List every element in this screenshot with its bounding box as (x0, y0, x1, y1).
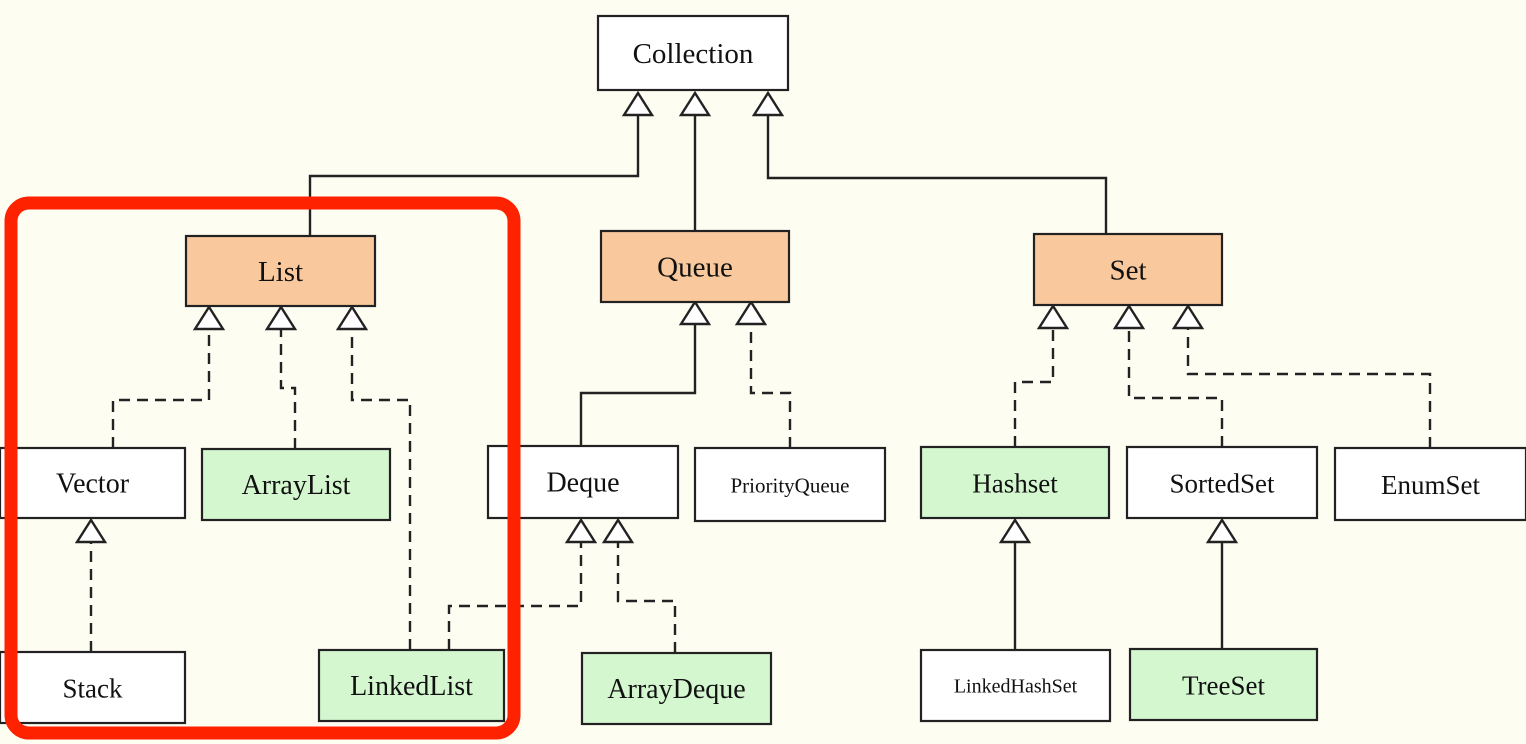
edge-linkedlist-to-list (350, 329, 412, 650)
node-arraylist: ArrayList (200, 447, 392, 522)
arrowhead-linkedlist-to-deque (564, 517, 598, 544)
node-label-hashset: Hashset (972, 469, 1058, 499)
arrowhead-list-to-collection (621, 90, 655, 117)
node-box-vector (0, 446, 187, 520)
node-label-stack: Stack (63, 674, 123, 704)
node-box-arraylist (200, 447, 392, 522)
node-label-queue: Queue (657, 252, 733, 284)
edge-enumset-to-set (1186, 328, 1432, 448)
node-label-treeset: TreeSet (1182, 671, 1266, 701)
node-label-linkedhashset: LinkedHashSet (954, 676, 1078, 698)
arrowhead-set-to-collection (751, 90, 785, 117)
node-set: Set (1032, 232, 1224, 307)
edge-hashset-to-set (1013, 328, 1055, 447)
node-arraydeque: ArrayDeque (580, 651, 773, 726)
node-box-linkedlist (317, 648, 506, 723)
arrowhead-vector-to-list (192, 304, 226, 331)
node-box-hashset (919, 445, 1111, 520)
node-box-treeset (1128, 647, 1319, 722)
node-treeset: TreeSet (1128, 647, 1319, 722)
arrowhead-treeset-to-sortedset (1205, 517, 1239, 544)
edge-set-to-collection (766, 115, 1108, 234)
edge-arraydeque-to-deque (616, 542, 677, 653)
node-box-linkedhashset (919, 648, 1112, 723)
node-label-enumset: EnumSet (1381, 470, 1480, 500)
node-box-enumset (1333, 446, 1526, 522)
arrowhead-deque-to-queue (678, 299, 712, 326)
node-box-collection (596, 14, 790, 92)
node-vector: Vector (0, 446, 187, 520)
node-label-collection: Collection (633, 38, 754, 70)
arrowhead-arraylist-to-list (264, 304, 298, 331)
node-box-arraydeque (580, 651, 773, 726)
node-label-arraylist: ArrayList (242, 470, 351, 501)
arrowhead-priorityqueue-to-queue (734, 299, 768, 326)
node-linkedhashset: LinkedHashSet (919, 648, 1112, 723)
edge-sortedset-to-set (1127, 328, 1224, 447)
node-stack: Stack (0, 650, 187, 725)
list-group-highlight-frame (4, 196, 521, 740)
arrowhead-queue-to-collection (678, 90, 712, 117)
edge-priorityqueue-to-queue (749, 324, 792, 448)
arrowhead-hashset-to-set (1036, 303, 1070, 330)
arrowhead-linkedlist-to-list (335, 304, 369, 331)
arrowheads-layer (74, 90, 1239, 544)
arrowhead-linkedhashset-to-hashset (998, 517, 1032, 544)
node-box-set (1032, 232, 1224, 307)
node-label-sortedset: SortedSet (1170, 469, 1275, 499)
node-label-deque: Deque (546, 468, 619, 499)
arrowhead-enumset-to-set (1171, 303, 1205, 330)
node-box-stack (0, 650, 187, 725)
node-enumset: EnumSet (1333, 446, 1526, 522)
node-queue: Queue (599, 229, 791, 304)
node-box-sortedset (1125, 445, 1319, 520)
arrowhead-stack-to-vector (74, 517, 108, 544)
node-label-vector: Vector (56, 469, 130, 500)
edge-vector-to-list (111, 329, 211, 448)
node-label-set: Set (1109, 255, 1146, 287)
node-hashset: Hashset (919, 445, 1111, 520)
arrowhead-arraydeque-to-deque (601, 517, 635, 544)
node-box-list (184, 234, 377, 308)
node-label-arraydeque: ArrayDeque (607, 674, 745, 705)
node-box-priorityqueue (693, 446, 887, 523)
node-label-priorityqueue: PriorityQueue (731, 474, 850, 498)
arrowhead-sortedset-to-set (1112, 303, 1146, 330)
node-sortedset: SortedSet (1125, 445, 1319, 520)
node-priorityqueue: PriorityQueue (693, 446, 887, 523)
edges-layer (89, 115, 1432, 653)
node-collection: Collection (596, 14, 790, 92)
node-linkedlist: LinkedList (317, 648, 506, 723)
node-box-queue (599, 229, 791, 304)
edge-deque-to-queue (579, 324, 697, 446)
node-label-list: List (258, 256, 303, 288)
node-list: List (184, 234, 377, 308)
node-label-linkedlist: LinkedList (350, 671, 473, 702)
